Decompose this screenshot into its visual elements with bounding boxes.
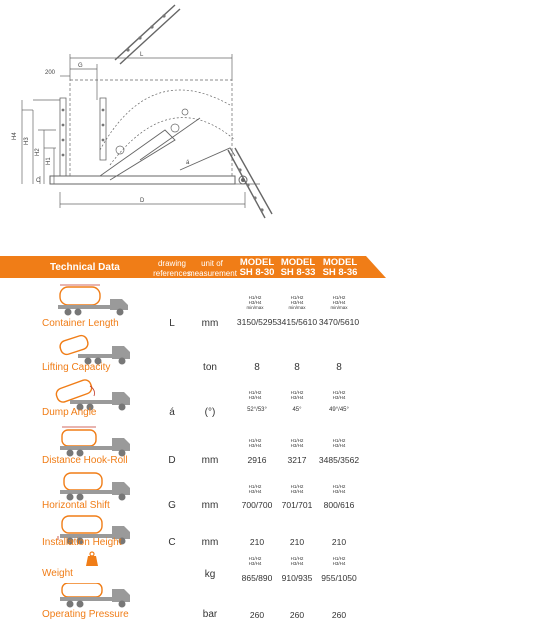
val-weight-8-36: 955/1050 [321, 573, 357, 583]
row-label-weight: Weight [42, 568, 73, 579]
table-header-band [0, 256, 386, 278]
horizontal-shift-truck-icon [60, 472, 130, 501]
row-label-distance-hook-roll: Distance Hook-Roll [42, 455, 128, 466]
val-installation-height-8-30: 210 [249, 537, 265, 547]
dim-H3-label: H3 [24, 137, 30, 145]
val-container-length-8-36: 3470/5610 [318, 317, 360, 327]
row-label-dump-angle: Dump Angle [42, 407, 97, 418]
ref-horizontal-shift: G [168, 500, 176, 511]
unit-distance-hook-roll: mm [201, 455, 219, 466]
val-horizontal-shift-8-36: 800/616 [323, 500, 355, 510]
val-lifting-capacity-8-30: 8 [254, 362, 260, 373]
unit-lifting-capacity: ton [203, 362, 217, 373]
table-title: Technical Data [50, 262, 120, 273]
dim-alpha-label: á [186, 160, 190, 166]
row-label-horizontal-shift: Horizontal Shift [42, 500, 110, 511]
unit-operating-pressure: bar [202, 609, 218, 620]
row-label-installation-height: Installation Height [42, 537, 122, 548]
val-horizontal-shift-8-30: 700/700 [241, 500, 273, 510]
val-lifting-capacity-8-33: 8 [294, 362, 300, 373]
val-operating-pressure-8-33: 260 [289, 610, 305, 620]
row-label-container-length: Container Length [42, 318, 119, 329]
dim-G-label: G [78, 63, 83, 69]
ref-installation-height: C [168, 537, 176, 548]
val-installation-height-8-33: 210 [289, 537, 305, 547]
ref-container-length: L [169, 318, 175, 329]
unit-horizontal-shift: mm [201, 500, 219, 511]
unit-weight: kg [204, 569, 216, 580]
val-container-length-8-33: 3415/5610 [276, 317, 318, 327]
val-dump-angle-8-30: 52°/53° [247, 407, 267, 413]
val-container-length-8-30: 3150/5295 [236, 317, 278, 327]
dim-C-label: C [36, 178, 41, 184]
val-distance-hook-roll-8-33: 3217 [287, 455, 307, 465]
ref-dump-angle: á [169, 407, 175, 418]
dim-H4-label: H4 [12, 132, 18, 140]
distance-hook-roll-truck-icon [60, 426, 130, 457]
dim-200-label: 200 [45, 70, 56, 76]
dim-H2-label: H2 [35, 148, 41, 156]
dim-H1-label: H1 [46, 157, 52, 165]
val-operating-pressure-8-36: 260 [331, 610, 347, 620]
dump-angle-truck-icon [55, 379, 130, 411]
val-weight-8-30: 865/890 [241, 573, 273, 583]
unit-container-length: mm [201, 318, 219, 329]
val-horizontal-shift-8-33: 701/701 [281, 500, 313, 510]
val-distance-hook-roll-8-36: 3485/3562 [318, 455, 360, 465]
row-label-lifting-capacity: Lifting Capacity [42, 362, 111, 373]
val-lifting-capacity-8-36: 8 [336, 362, 342, 373]
val-distance-hook-roll-8-30: 2916 [247, 455, 267, 465]
val-dump-angle-8-36: 49°/45° [329, 407, 349, 413]
ref-distance-hook-roll: D [168, 455, 176, 466]
val-operating-pressure-8-30: 260 [249, 610, 265, 620]
weight-icon [86, 551, 98, 566]
lifting-capacity-truck-icon [59, 334, 130, 365]
operating-pressure-truck-icon [60, 583, 130, 608]
val-dump-angle-8-33: 45° [292, 407, 302, 413]
unit-installation-height: mm [201, 537, 219, 548]
dim-D-label: D [140, 198, 145, 204]
val-installation-height-8-36: 210 [331, 537, 347, 547]
row-label-operating-pressure: Operating Pressure [42, 609, 129, 620]
val-weight-8-33: 910/935 [281, 573, 313, 583]
dim-L-label: L [140, 52, 144, 58]
container-length-truck-icon [58, 284, 128, 316]
installation-height-truck-icon [57, 515, 130, 545]
hooklift-technical-drawing: L G 200 H4 H3 H2 H1 C D á [12, 4, 273, 219]
unit-dump-angle: (°) [204, 407, 216, 418]
